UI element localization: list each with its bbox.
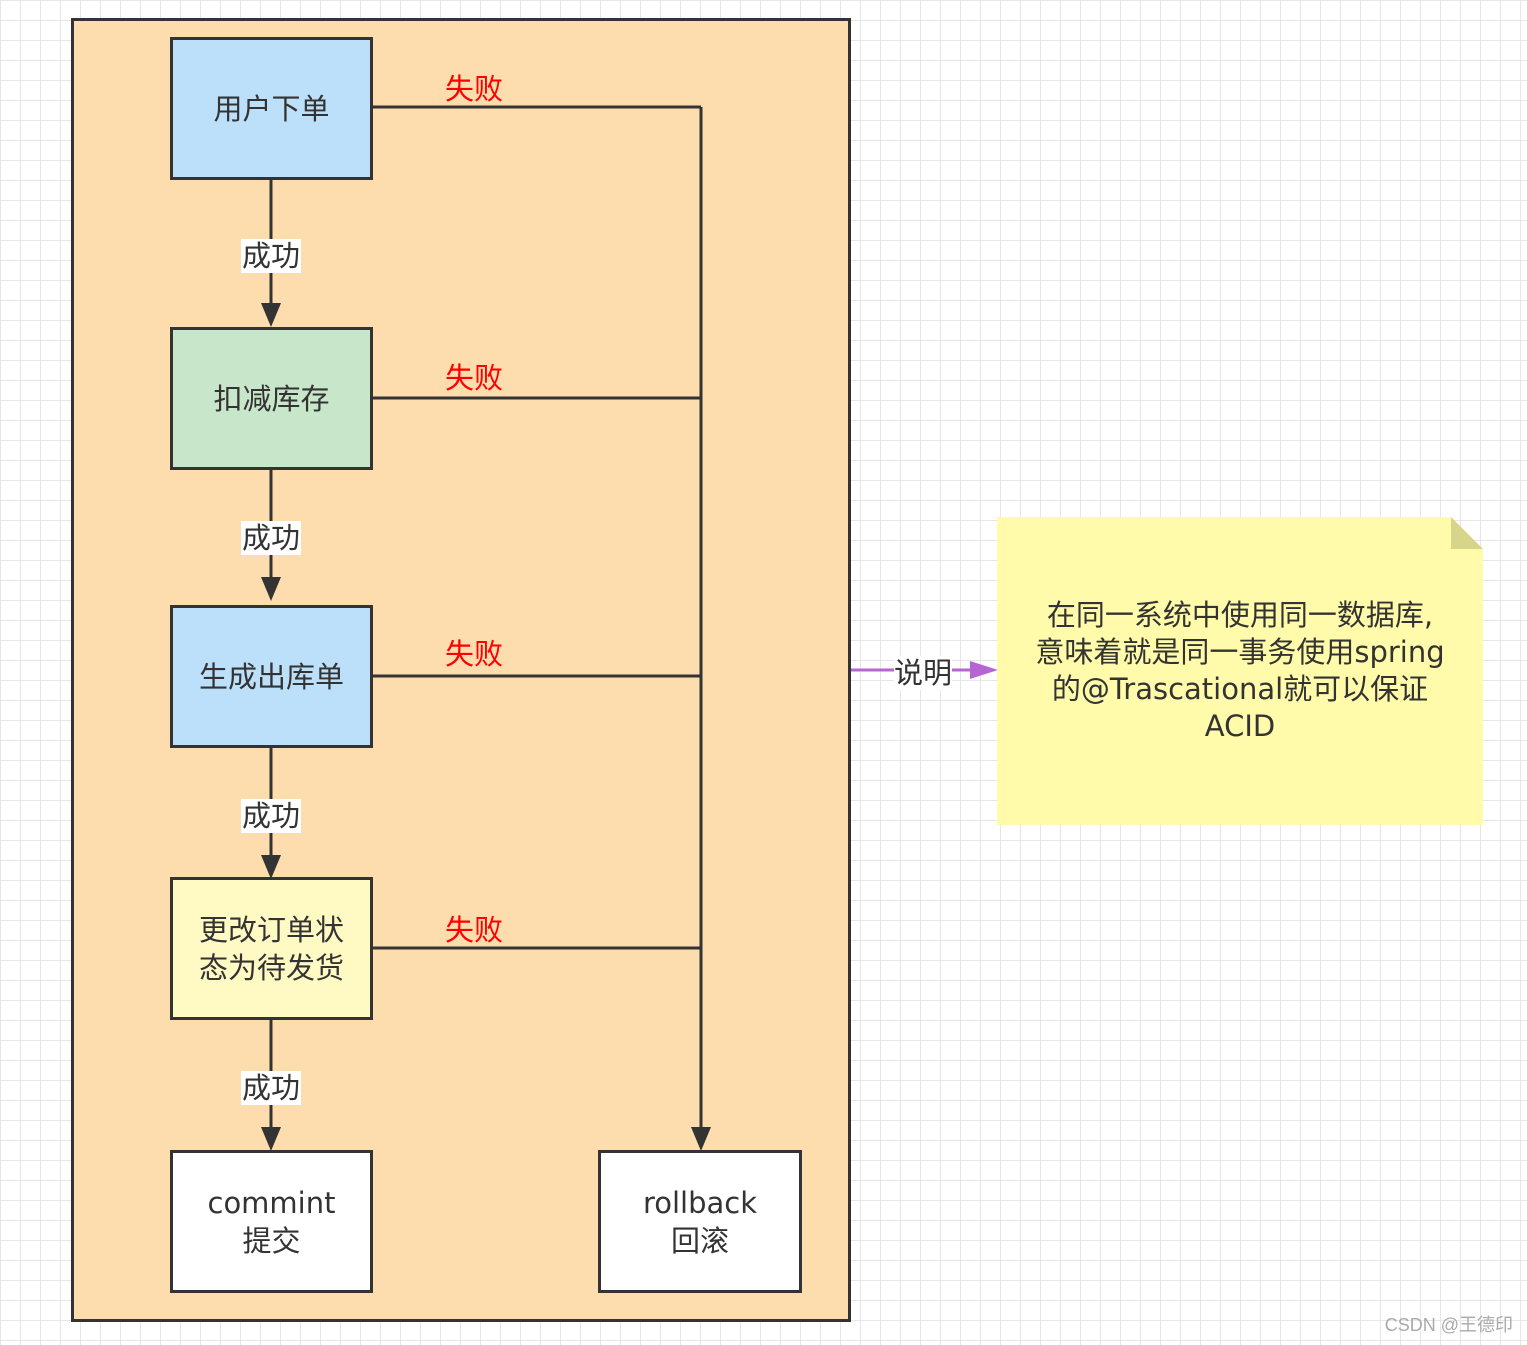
arrowhead-1 xyxy=(261,303,281,327)
step-update-status-line2: 态为待发货 xyxy=(198,950,344,985)
step-outbound-order-label: 生成出库单 xyxy=(198,659,344,694)
step-deduct-stock-label: 扣减库存 xyxy=(213,381,330,416)
rollback-box[interactable]: rollback 回滚 xyxy=(598,1150,802,1293)
arrowhead-4 xyxy=(261,1127,281,1151)
sticky-note-line3: 的@Trascational就可以保证 xyxy=(1051,672,1429,706)
fail-label-3: 失败 xyxy=(445,637,504,671)
step-update-status[interactable]: 更改订单状 态为待发货 xyxy=(170,877,373,1020)
success-label-2: 成功 xyxy=(241,521,302,555)
rollback-label-cn: 回滚 xyxy=(670,1223,729,1258)
sticky-note-text: 在同一系统中使用同一数据库, 意味着就是同一事务使用spring 的@Trasc… xyxy=(1035,597,1444,745)
step-outbound-order[interactable]: 生成出库单 xyxy=(170,605,373,748)
commit-label-cn: 提交 xyxy=(242,1223,301,1258)
note-connector-label: 说明 xyxy=(894,656,953,690)
step-update-status-line1: 更改订单状 xyxy=(198,912,344,947)
step-user-order-label: 用户下单 xyxy=(213,91,330,126)
rollback-label: rollback 回滚 xyxy=(643,1184,757,1260)
fail-label-1: 失败 xyxy=(445,72,504,106)
watermark: CSDN @王德印 xyxy=(1384,1315,1513,1335)
fail-label-2: 失败 xyxy=(445,361,504,395)
sticky-note-line4: ACID xyxy=(1204,709,1276,743)
commit-label: commint 提交 xyxy=(208,1184,336,1260)
commit-box[interactable]: commint 提交 xyxy=(170,1150,373,1293)
success-label-4: 成功 xyxy=(241,1071,302,1105)
success-label-1: 成功 xyxy=(241,239,302,273)
rollback-label-en: rollback xyxy=(642,1185,758,1220)
step-user-order[interactable]: 用户下单 xyxy=(170,37,373,180)
commit-label-en: commint xyxy=(207,1185,336,1220)
step-update-status-label: 更改订单状 态为待发货 xyxy=(199,911,344,987)
arrowhead-2 xyxy=(261,577,281,601)
arrowhead-3 xyxy=(261,855,281,879)
fail-label-4: 失败 xyxy=(445,913,504,947)
arrowhead-rollback xyxy=(691,1127,711,1151)
sticky-note-line1: 在同一系统中使用同一数据库, xyxy=(1046,598,1434,632)
sticky-note-line2: 意味着就是同一事务使用spring xyxy=(1035,635,1445,669)
sticky-note-shape xyxy=(997,517,1483,825)
success-label-3: 成功 xyxy=(241,799,302,833)
step-deduct-stock[interactable]: 扣减库存 xyxy=(170,327,373,470)
sticky-note[interactable]: 在同一系统中使用同一数据库, 意味着就是同一事务使用spring 的@Trasc… xyxy=(997,517,1483,825)
